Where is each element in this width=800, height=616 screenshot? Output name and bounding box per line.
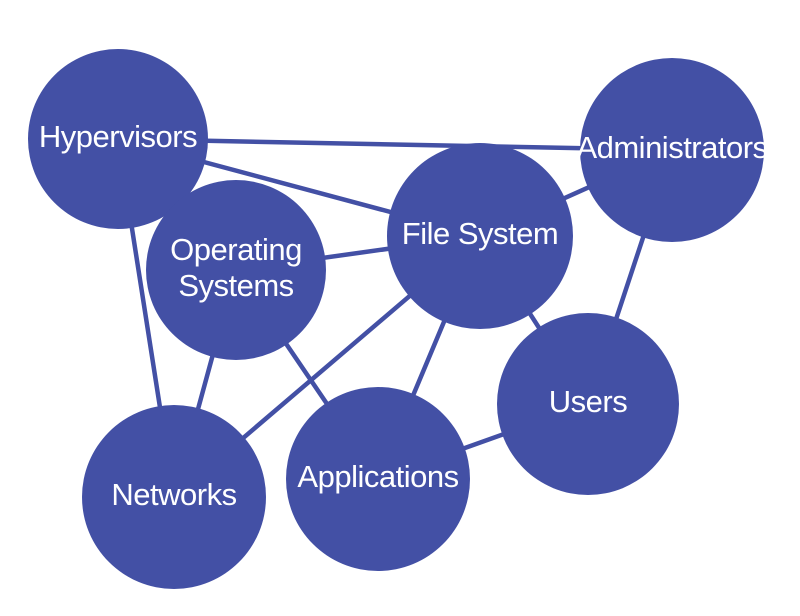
node-label-file-system: File System [402,216,558,251]
node-administrators: Administrators [576,58,768,242]
node-label-operating-systems-line-2: Systems [178,268,293,303]
node-circle-operating-systems [146,180,326,360]
node-circle-applications [286,387,470,571]
node-hypervisors: Hypervisors [28,49,208,229]
node-label-users: Users [549,384,627,419]
node-label-applications: Applications [297,459,458,494]
node-circle-networks [82,405,266,589]
node-circle-users [497,313,679,495]
node-label-administrators: Administrators [576,130,767,165]
node-label-networks: Networks [111,477,236,512]
node-circle-administrators [580,58,764,242]
node-file-system: File System [387,143,573,329]
nodes-layer: Hypervisors AdministratorsOperatingSystem… [28,49,768,589]
node-users: Users [497,313,679,495]
node-circle-file-system [387,143,573,329]
node-networks: Networks [82,405,266,589]
node-label-operating-systems-line-1: Operating [170,232,302,267]
node-label-hypervisors: Hypervisors [39,119,197,154]
node-applications: Applications [286,387,470,571]
node-circle-hypervisors [28,49,208,229]
edge-hypervisors-administrators [115,136,675,153]
